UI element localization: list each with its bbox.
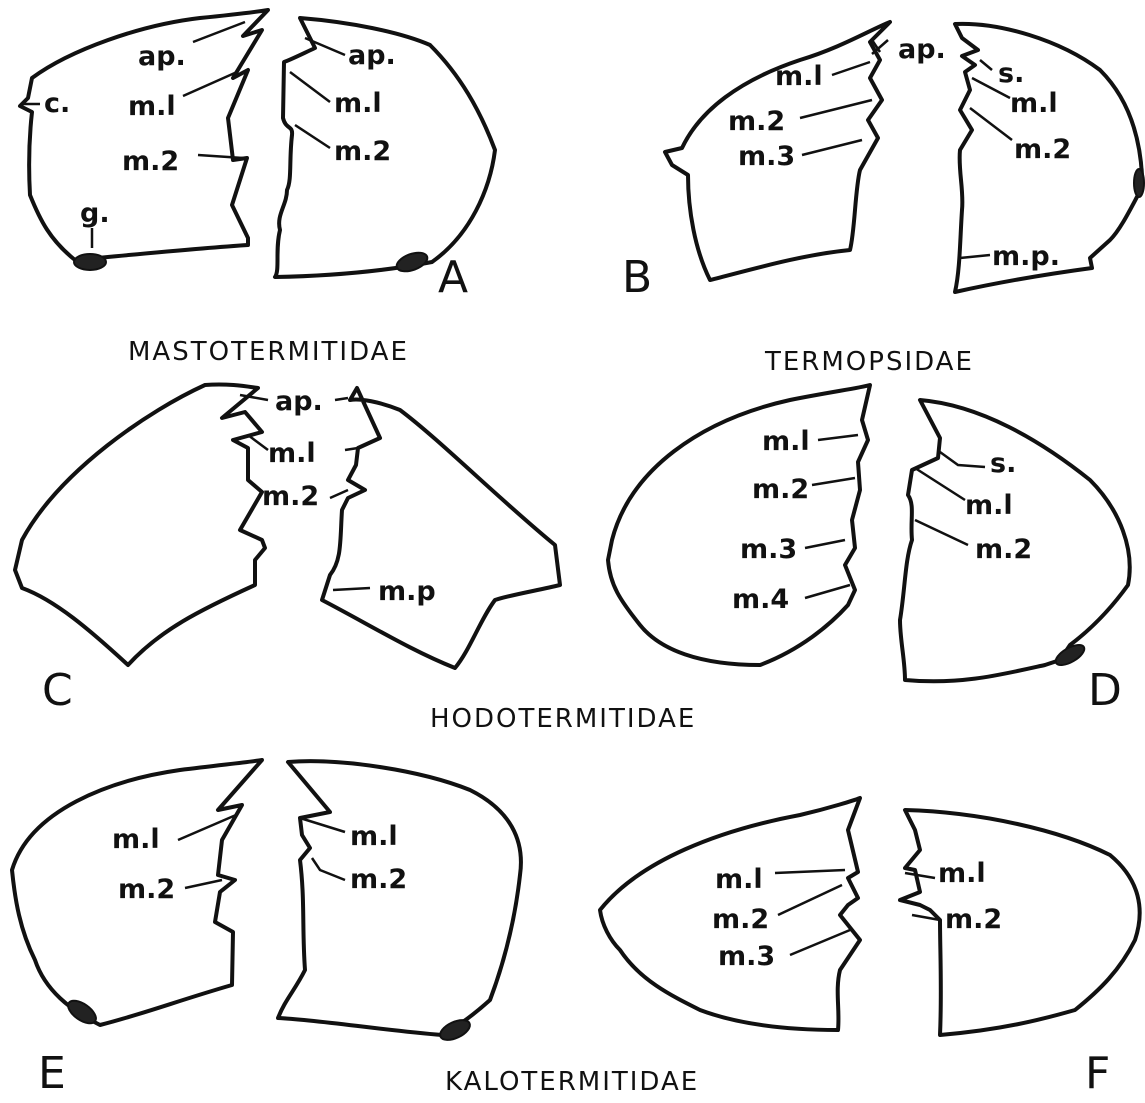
family-kalotermitidae: KALOTERMITIDAE	[445, 1067, 699, 1097]
panel-d-label-s: s.	[990, 448, 1016, 479]
panel-b-label-mp: m.p.	[992, 241, 1060, 272]
panel-d-label-m3-left: m.3	[740, 534, 797, 565]
panel-d-label-m2-right: m.2	[975, 534, 1032, 565]
panel-f-label-m1-left: m.l	[715, 864, 763, 895]
panel-e-right-mandible	[278, 761, 521, 1035]
panel-c: ap. m.l m.2 m.p C	[15, 384, 560, 716]
panel-f-label-m2-left: m.2	[712, 904, 769, 935]
panel-b-gland-right	[1134, 169, 1144, 197]
panel-b-label-m1-right: m.l	[1010, 88, 1058, 119]
panel-f-label-m3-left: m.3	[718, 941, 775, 972]
panel-d-label-m2-left: m.2	[752, 474, 809, 505]
panel-a-letter: A	[438, 252, 468, 303]
panel-c-letter: C	[42, 665, 73, 716]
panel-c-left-mandible	[15, 384, 265, 665]
panel-e-label-m2-left: m.2	[118, 874, 175, 905]
panel-e-gland-left	[64, 996, 99, 1027]
panel-b-label-m2-right: m.2	[1014, 134, 1071, 165]
panel-c-label-ap: ap.	[275, 386, 323, 417]
family-hodotermitidae: HODOTERMITIDAE	[430, 704, 696, 734]
panel-e-letter: E	[38, 1048, 66, 1098]
panel-c-label-m1: m.l	[268, 438, 316, 469]
panel-d-letter: D	[1088, 665, 1122, 716]
panel-a-label-m1-right: m.l	[334, 88, 382, 119]
family-mastotermitidae: MASTOTERMITIDAE	[128, 337, 409, 367]
panel-a-label-m2-right: m.2	[334, 136, 391, 167]
panel-e-gland-right	[437, 1016, 473, 1044]
panel-b-label-m1-left: m.l	[775, 61, 823, 92]
panel-a: ap. m.l m.2 c. g. ap. m.l m.2 A	[20, 10, 495, 303]
panel-b: m.l m.2 m.3 ap. s. m.l m.2 m.p. B	[622, 22, 1144, 303]
panel-a-label-ap-right: ap.	[348, 40, 396, 71]
panel-d-label-m1-left: m.l	[762, 426, 810, 457]
panel-d-left-mandible	[608, 385, 870, 665]
panel-a-label-m2-left: m.2	[122, 146, 179, 177]
panel-a-gland-left	[74, 254, 106, 270]
panel-d-label-m4-left: m.4	[732, 584, 789, 615]
panel-b-label-m2-left: m.2	[728, 106, 785, 137]
panel-a-label-c: c.	[44, 88, 70, 119]
panel-a-gland-right	[394, 249, 430, 275]
family-termopsidae: TERMOPSIDAE	[764, 347, 974, 377]
panel-e-label-m1-left: m.l	[112, 824, 160, 855]
panel-f-label-m1-right: m.l	[938, 858, 986, 889]
panel-e: m.l m.2 m.l m.2 E	[12, 760, 521, 1098]
panel-c-label-m2: m.2	[262, 481, 319, 512]
panel-b-label-ap: ap.	[898, 34, 946, 65]
panel-c-label-mp: m.p	[378, 576, 436, 607]
panel-f-label-m2-right: m.2	[945, 904, 1002, 935]
panel-f-letter: F	[1085, 1048, 1110, 1098]
panel-a-label-g: g.	[80, 198, 110, 229]
panel-c-right-mandible	[322, 388, 560, 668]
panel-b-label-m3-left: m.3	[738, 141, 795, 172]
panel-f-right-mandible	[900, 810, 1140, 1035]
panel-a-label-ap-left: ap.	[138, 41, 186, 72]
panel-a-label-m1-left: m.l	[128, 91, 176, 122]
panel-d-label-m1-right: m.l	[965, 490, 1013, 521]
panel-d: m.l m.2 m.3 m.4 s. m.l m.2 D	[608, 385, 1130, 716]
panel-b-label-s: s.	[998, 58, 1024, 89]
panel-b-letter: B	[622, 252, 652, 303]
panel-f: m.l m.2 m.3 m.l m.2 F	[600, 798, 1140, 1098]
panel-e-label-m2-right: m.2	[350, 864, 407, 895]
panel-e-label-m1-right: m.l	[350, 821, 398, 852]
